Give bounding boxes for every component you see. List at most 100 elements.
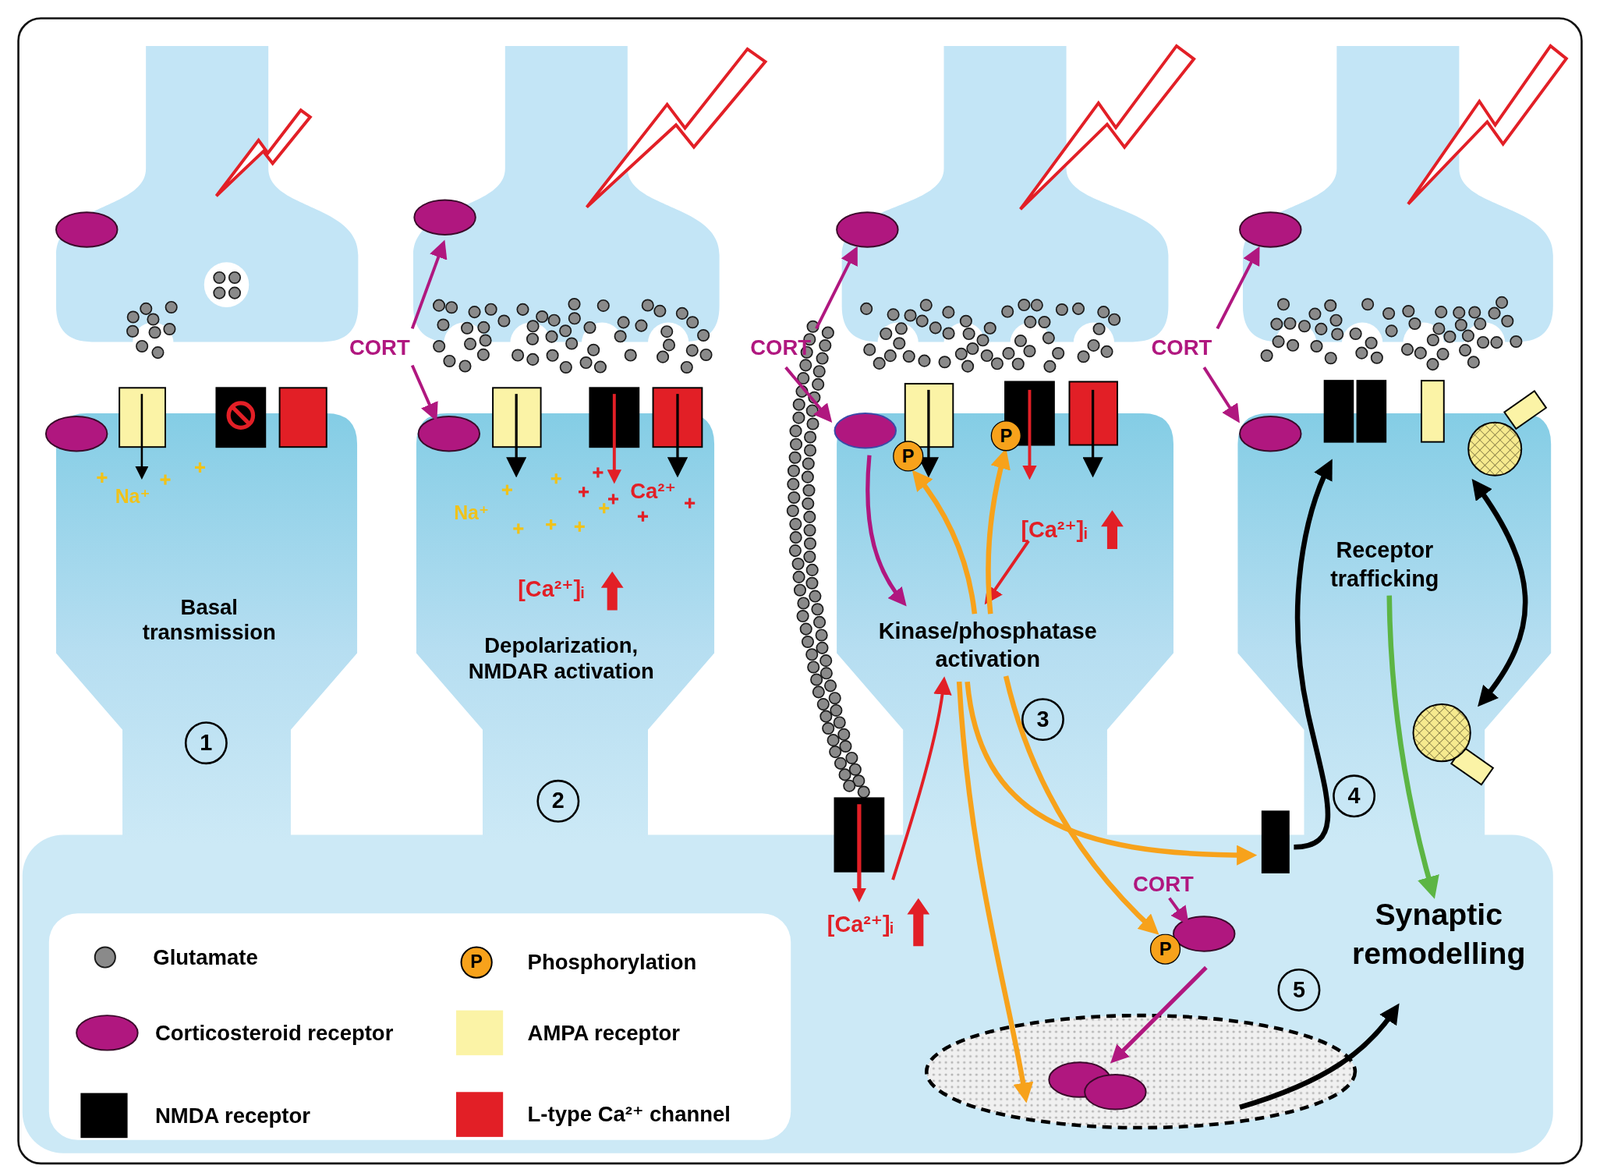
glutamate-dot xyxy=(960,315,972,327)
glutamate-dot xyxy=(800,359,811,371)
charge-sign xyxy=(198,462,202,473)
glutamate-dot xyxy=(1408,318,1420,330)
glutamate-dot xyxy=(527,353,539,365)
glutamate-dot xyxy=(560,361,572,373)
pathway-arrow xyxy=(785,367,829,418)
glutamate-dot xyxy=(843,779,855,791)
glutamate-dot xyxy=(916,315,928,326)
legend-swatch xyxy=(456,1010,503,1056)
glutamate-dot xyxy=(804,444,816,456)
glutamate-dot xyxy=(566,337,577,349)
glutamate-dot xyxy=(834,716,846,728)
charge-sign xyxy=(549,519,553,530)
glutamate-dot xyxy=(860,303,872,315)
glutamate-dot xyxy=(793,399,805,411)
glutamate-dot xyxy=(546,350,558,362)
process-label: Kinase/phosphatase activation xyxy=(870,616,1105,673)
glutamate-dot xyxy=(838,768,850,780)
glutamate-dot xyxy=(991,357,1003,369)
glutamate-dot xyxy=(446,301,457,313)
dendrite-shaft xyxy=(22,834,1554,1153)
glutamate-dot xyxy=(820,710,832,722)
glutamate-dot xyxy=(527,320,539,332)
pathway-arrow xyxy=(892,681,944,880)
figure-frame xyxy=(18,18,1583,1164)
legend-swatch xyxy=(95,946,116,967)
glutamate-dot xyxy=(1462,329,1474,341)
glutamate-dot xyxy=(657,350,669,362)
ion-flow-arrow xyxy=(856,803,861,898)
glutamate-dot xyxy=(1087,339,1099,351)
phosphorylation-node: P xyxy=(1150,933,1181,964)
glutamate-dot xyxy=(966,343,978,354)
glutamate-dot xyxy=(1315,323,1327,335)
glutamate-dot xyxy=(1402,305,1414,317)
callout-number: 2 xyxy=(536,779,580,823)
charge-sign xyxy=(602,502,606,514)
glutamate-dot xyxy=(1287,339,1299,351)
glutamate-dot xyxy=(697,329,709,341)
fusing-vesicle xyxy=(1073,322,1115,364)
glutamate-dot xyxy=(1093,323,1105,335)
pathway-arrow xyxy=(867,455,903,602)
annotation-label: CORT xyxy=(1132,870,1194,897)
glutamate-dot xyxy=(165,301,177,313)
dendritic-spine xyxy=(56,413,358,843)
glutamate-dot xyxy=(1043,332,1055,344)
glutamate-dot xyxy=(443,355,455,367)
glutamate-dot xyxy=(797,597,809,609)
glutamate-dot xyxy=(819,339,831,351)
glutamate-dot xyxy=(1510,336,1522,347)
glutamate-dot xyxy=(830,704,842,716)
pathway-arrow xyxy=(412,365,436,417)
annotation-label: [Ca²⁺]ᵢ xyxy=(827,910,894,939)
glutamate-dot xyxy=(903,350,915,362)
glutamate-dot xyxy=(527,332,539,344)
glutamate-dot xyxy=(829,746,841,758)
glutamate-dot xyxy=(806,648,818,660)
annotation-label: Na⁺ xyxy=(453,501,489,525)
nmda-receptor xyxy=(1262,810,1289,873)
glutamate-dot xyxy=(807,661,819,673)
glutamate-dot xyxy=(1324,300,1336,312)
process-label: Synaptic remodelling xyxy=(1336,895,1541,972)
legend-text: L-type Ca²⁺ channel xyxy=(527,1101,731,1126)
presynaptic-bouton xyxy=(842,46,1169,343)
glutamate-dot xyxy=(812,378,824,390)
annotation-label: Na⁺ xyxy=(115,484,151,509)
increase-arrow xyxy=(906,898,930,947)
glutamate-dot xyxy=(792,571,804,583)
glutamate-dot xyxy=(512,349,524,361)
corticosteroid-receptor xyxy=(1084,1074,1147,1109)
glutamate-dot xyxy=(880,328,892,340)
ion-flow-arrow xyxy=(927,389,930,472)
glutamate-dot xyxy=(1024,316,1036,328)
blocked-symbol xyxy=(228,403,253,428)
glutamate-dot xyxy=(904,309,916,321)
glutamate-dot xyxy=(787,478,799,490)
glutamate-dot xyxy=(858,785,870,797)
glutamate-dot xyxy=(810,673,822,685)
glutamate-dot xyxy=(584,322,595,333)
glutamate-dot xyxy=(642,299,654,311)
glutamate-dot xyxy=(962,360,974,372)
node-text: Synaptic remodelling xyxy=(1336,895,1541,972)
glutamate-dot xyxy=(789,531,801,543)
ion-flow-arrow xyxy=(1027,389,1031,476)
glutamate-dot xyxy=(1018,299,1030,311)
glutamate-dot xyxy=(625,349,637,361)
receptor-vesicle-stalk xyxy=(1504,390,1547,429)
glutamate-dot xyxy=(814,616,825,628)
ampa-receptor xyxy=(1421,380,1445,443)
glutamate-dot xyxy=(884,350,896,362)
glutamate-dot xyxy=(479,334,491,346)
glutamate-dot xyxy=(1044,361,1055,372)
glutamate-dot xyxy=(1365,336,1377,348)
glutamate-dot xyxy=(790,438,802,450)
glutamate-dot xyxy=(942,327,954,339)
glutamate-dot xyxy=(661,325,673,337)
signal-arrow xyxy=(916,474,975,615)
signal-arrow xyxy=(987,453,1005,614)
node-text: P xyxy=(902,444,915,468)
glutamate-dot xyxy=(1260,350,1272,362)
